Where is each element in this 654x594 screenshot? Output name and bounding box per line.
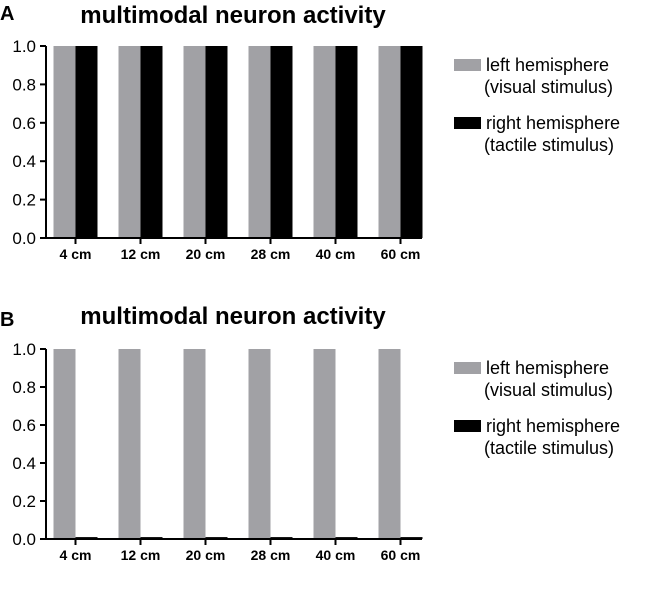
x-tick-label: 20 cm — [186, 246, 226, 262]
bar-left-hemisphere — [378, 46, 401, 238]
x-tick-label: 60 cm — [381, 246, 421, 262]
panel-letter: B — [0, 309, 14, 331]
x-tick-label: 28 cm — [251, 246, 291, 262]
legend-swatch-left-hemisphere — [454, 59, 481, 71]
legend-label: right hemisphere(tactile stimulus) — [484, 416, 620, 458]
y-tick-label: 0.2 — [12, 492, 36, 511]
y-tick-label: 1.0 — [12, 340, 36, 359]
bar-left-hemisphere — [378, 349, 401, 539]
x-tick-label: 12 cm — [121, 547, 161, 563]
y-tick-label: 0.4 — [12, 454, 36, 473]
y-tick-label: 1.0 — [12, 37, 36, 56]
x-tick-label: 20 cm — [186, 547, 226, 563]
bar-left-hemisphere — [313, 46, 336, 238]
bars — [53, 46, 423, 238]
legend-swatch-right-hemisphere — [454, 420, 481, 432]
legend-label: left hemisphere(visual stimulus) — [484, 358, 613, 400]
x-tick-label: 40 cm — [316, 547, 356, 563]
bar-left-hemisphere — [53, 46, 76, 238]
y-tick-label: 0.4 — [12, 152, 36, 171]
panel-a: A multimodal neuron activity 0.0 0.2 0.4 0.… — [0, 2, 620, 262]
bar-left-hemisphere — [248, 46, 271, 238]
bar-right-hemisphere — [75, 46, 98, 238]
bar-right-hemisphere — [140, 46, 163, 238]
y-tick-label: 0.0 — [12, 530, 36, 549]
x-tick-label: 60 cm — [381, 547, 421, 563]
bar-left-hemisphere — [53, 349, 76, 539]
bar-left-hemisphere — [248, 349, 271, 539]
chart-title: multimodal neuron activity — [80, 303, 386, 330]
bar-left-hemisphere — [183, 46, 206, 238]
y-tick-label: 0.2 — [12, 191, 36, 210]
panel-b: B multimodal neuron activity 0.0 0.2 0.4 0.… — [0, 303, 620, 563]
x-tick-label: 28 cm — [251, 547, 291, 563]
y-tick-label: 0.6 — [12, 114, 36, 133]
bar-right-hemisphere — [400, 46, 423, 238]
chart-title: multimodal neuron activity — [80, 2, 386, 29]
y-tick-label: 0.0 — [12, 229, 36, 248]
x-tick-label: 12 cm — [121, 246, 161, 262]
bar-right-hemisphere — [270, 46, 293, 238]
y-tick-label: 0.8 — [12, 378, 36, 397]
bar-right-hemisphere — [205, 46, 228, 238]
x-tick-label: 40 cm — [316, 246, 356, 262]
bar-left-hemisphere — [118, 46, 141, 238]
y-tick-label: 0.8 — [12, 75, 36, 94]
legend-swatch-left-hemisphere — [454, 362, 481, 374]
bar-left-hemisphere — [118, 349, 141, 539]
legend: left hemisphere(visual stimulus) right he… — [454, 358, 620, 458]
bar-left-hemisphere — [313, 349, 336, 539]
bar-right-hemisphere — [335, 46, 358, 238]
legend-swatch-right-hemisphere — [454, 117, 481, 129]
legend-label: left hemisphere(visual stimulus) — [484, 55, 613, 97]
bar-left-hemisphere — [183, 349, 206, 539]
panel-letter: A — [0, 3, 14, 25]
legend: left hemisphere(visual stimulus) right he… — [454, 55, 620, 155]
y-tick-label: 0.6 — [12, 416, 36, 435]
x-tick-label: 4 cm — [60, 246, 92, 262]
bars — [53, 349, 423, 539]
x-tick-label: 4 cm — [60, 547, 92, 563]
legend-label: right hemisphere(tactile stimulus) — [484, 113, 620, 155]
